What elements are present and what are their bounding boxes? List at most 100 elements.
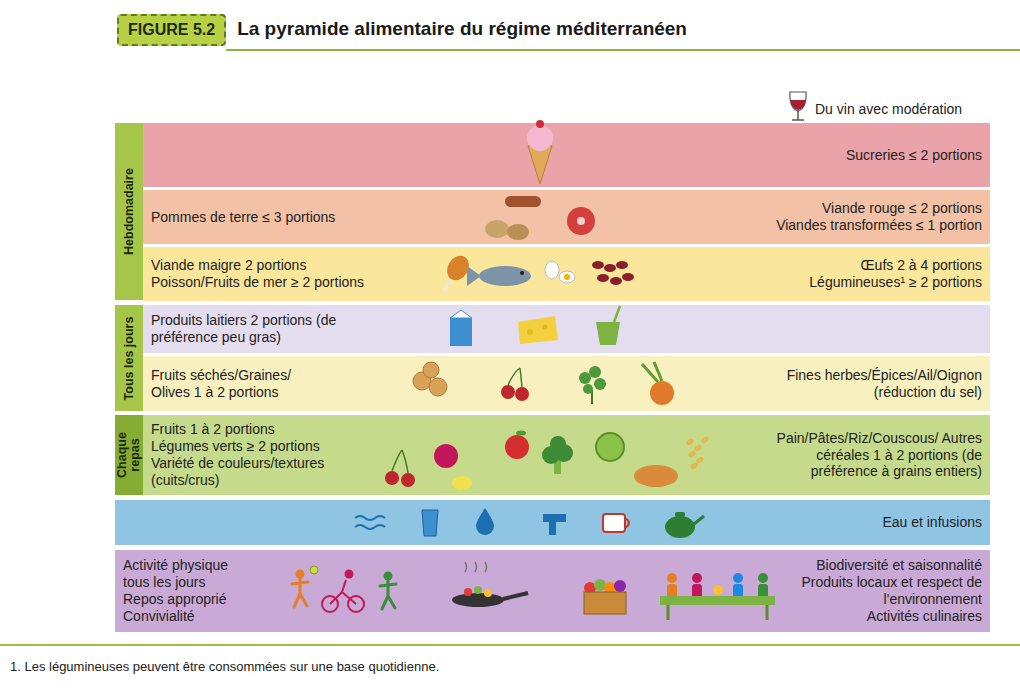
text-column: Œufs 2 à 4 portionsLégumineuses¹ ≥ 2 por… [809,257,982,291]
food-band: Fruits séchés/Graines/ Olives 1 à 2 port… [143,356,990,411]
wine-note: Du vin avec modération [815,101,962,117]
frequency-bar: Tous les jours [115,305,143,411]
table-legs [668,605,767,620]
frequency-label: Hebdomadaire [123,127,136,296]
broccoli [550,436,566,452]
band-text: Légumes verts ≥ 2 portions [151,438,356,455]
lemon [452,476,472,490]
band-text: Viandes transformées ≤ 1 portion [776,217,982,234]
dried-fruit [423,362,439,378]
milk-carton [450,318,472,346]
band-fill [115,500,990,545]
cherry [401,473,415,487]
red-meat [577,217,585,225]
cherry [501,385,515,399]
band-fill [143,190,990,244]
text-column: Viande maigre 2 portionsPoisson/Fruits d… [151,257,364,291]
crate [584,592,626,614]
grain [693,444,702,452]
food-band: Eau et infusions [115,500,990,545]
potato [507,224,529,240]
bread [634,465,678,487]
header-rule [226,49,1020,51]
egg [559,271,575,283]
text-column: Pain/Pâtes/Riz/Couscous/ Autres céréales… [754,430,982,480]
egg [545,261,559,279]
band-text: Produits laitiers 2 portions (de préfére… [151,312,347,346]
cheese [518,316,558,344]
wine-glass [790,92,806,111]
apple-leaf [516,431,526,436]
pan-food [464,588,472,596]
footnote: 1. Les légumineuses peuvent être consomm… [10,659,439,674]
frequency-label: Tous les jours [123,309,136,407]
food-band: Fruits 1 à 2 portionsLégumes verts ≥ 2 p… [143,415,990,495]
figure-number: FIGURE 5.2 [128,21,215,39]
cherry-stem [392,450,408,473]
diner [758,573,768,583]
tennis-player [292,579,308,607]
food-band: Activité physique tous les joursRepos ap… [115,550,990,632]
glass-stem [797,111,799,120]
cherry [515,387,529,401]
crate-vegetable [614,580,626,592]
bean [592,261,604,269]
glass-base [792,119,804,121]
band-text: Convivialité [123,608,258,625]
text-column: Fruits 1 à 2 portionsLégumes verts ≥ 2 p… [151,421,356,488]
band-text: Viande rouge ≤ 2 portions [776,200,982,217]
teapot-lid [675,512,685,517]
cyclist [345,570,354,579]
band-text: Pommes de terre ≤ 3 portions [151,209,335,226]
grain [700,436,709,444]
frequency-bar: Hebdomadaire [115,123,143,300]
band-text: Œufs 2 à 4 portions [809,257,982,274]
herb-leaf [589,366,601,378]
grain [687,450,696,458]
tap [543,514,566,535]
diner [667,573,677,583]
grain [695,456,704,464]
band-text: Repos approprié [123,591,258,608]
sausage [505,196,541,207]
boxer [380,581,396,609]
band-text: Activités culinaires [790,608,982,625]
diner [733,584,743,598]
band-text: Fruits séchés/Graines/ Olives 1 à 2 port… [151,367,323,401]
table [660,596,775,605]
ice-cream-scoop [527,125,553,151]
food-band: Viande maigre 2 portionsPoisson/Fruits d… [143,247,990,301]
band-fill [115,550,990,632]
water-drop [476,508,494,535]
ice-cream-cone [528,146,552,184]
text-column: Activité physique tous les joursRepos ap… [123,557,258,624]
grain [685,438,694,446]
bean [597,274,609,282]
band-fill [143,415,990,495]
cheese-hole [543,325,548,330]
apple [505,435,529,459]
diner [733,573,743,583]
band-text: Produits locaux et respect de l'environn… [790,574,982,608]
frequency-bar: Chaque repas [115,415,143,495]
diner [758,584,768,598]
herb-leaf [594,378,606,390]
food-band: Pommes de terre ≤ 3 portions Viande rouge… [143,190,990,244]
herb-leaf [579,372,591,384]
text-column: Fruits séchés/Graines/ Olives 1 à 2 port… [151,367,323,401]
cherry [536,120,544,128]
text-column: Sucreries ≤ 2 portions [846,147,982,164]
dish [713,585,723,595]
steam [465,562,487,572]
bean [604,264,616,272]
yogurt [596,322,620,345]
bike-frame [330,580,356,604]
band-text: Eau et infusions [882,514,982,531]
onion-stalk [642,362,662,382]
text-column: Viande rouge ≤ 2 portionsViandes transfo… [776,200,982,234]
tea-cup [603,514,625,532]
herb-leaf [583,384,593,394]
teapot-spout [694,516,704,524]
band-text: Viande maigre 2 portions [151,257,364,274]
onion [650,381,674,405]
